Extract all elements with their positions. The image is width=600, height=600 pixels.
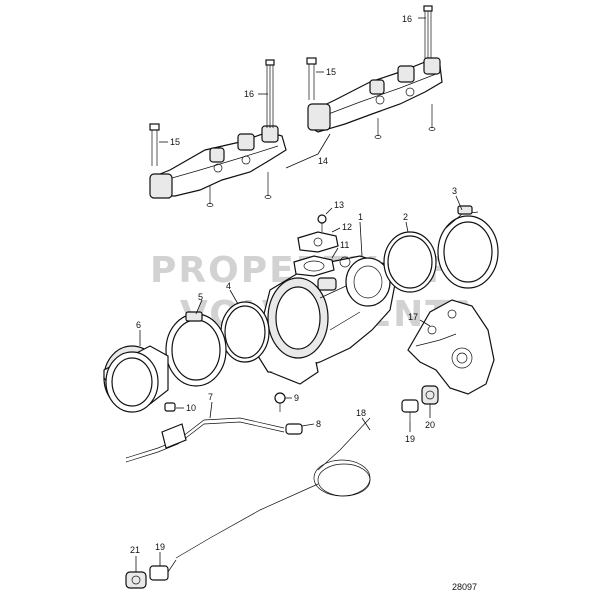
svg-text:17: 17	[408, 312, 418, 322]
document-number: 28097	[452, 582, 477, 592]
callout-16a: 16	[402, 14, 426, 24]
v-band-clamp-3	[437, 205, 499, 289]
svg-text:20: 20	[425, 420, 435, 430]
v-band-clamp-5	[165, 311, 227, 387]
sensor-21	[125, 571, 147, 589]
pipe-adapter-6	[103, 345, 169, 413]
svg-text:10: 10	[186, 403, 196, 413]
svg-text:7: 7	[208, 392, 213, 402]
intake-housing	[257, 255, 396, 385]
adapter-20	[421, 385, 439, 405]
sensor-19-upper	[401, 399, 419, 422]
callout-4: 4	[226, 281, 239, 305]
callout-21: 21	[130, 545, 140, 572]
callout-16b: 16	[244, 89, 268, 99]
sensor-pipe-7	[125, 417, 285, 463]
svg-text:5: 5	[198, 292, 203, 302]
cover-plate-12	[297, 231, 339, 253]
seal-ring-2	[383, 231, 437, 293]
nut-10	[164, 402, 176, 412]
bolt-15-right	[306, 57, 317, 100]
seal-ring-4	[220, 301, 270, 363]
bolt-13	[317, 214, 327, 232]
svg-text:13: 13	[334, 200, 344, 210]
svg-text:2: 2	[403, 212, 408, 222]
callout-20: 20	[425, 404, 435, 430]
callout-15b: 15	[159, 137, 180, 147]
callout-9: 9	[285, 393, 299, 403]
callout-14: 14	[285, 133, 331, 169]
callout-10: 10	[176, 403, 196, 413]
callout-8: 8	[301, 419, 321, 429]
svg-text:19: 19	[405, 434, 415, 444]
rocker-bracket-right	[307, 57, 443, 139]
callout-7: 7	[208, 392, 213, 419]
bolt-16-left	[265, 59, 275, 128]
callout-12: 12	[331, 222, 352, 233]
svg-text:9: 9	[294, 393, 299, 403]
svg-text:3: 3	[452, 186, 457, 196]
bolt-15-left	[149, 123, 160, 166]
svg-text:15: 15	[170, 137, 180, 147]
rocker-bracket-left	[149, 125, 287, 207]
svg-text:15: 15	[326, 67, 336, 77]
banjo-9	[274, 392, 286, 412]
callout-6: 6	[136, 320, 141, 346]
callout-17: 17	[408, 312, 431, 327]
callout-1: 1	[358, 212, 363, 257]
svg-text:18: 18	[356, 408, 366, 418]
svg-text:21: 21	[130, 545, 140, 555]
callout-2: 2	[403, 212, 409, 233]
callout-11: 11	[331, 240, 349, 259]
callout-3: 3	[452, 186, 463, 211]
cable-18	[175, 417, 371, 559]
svg-text:12: 12	[342, 222, 352, 232]
callout-19b: 19	[155, 542, 165, 566]
svg-text:14: 14	[318, 156, 328, 166]
svg-text:1: 1	[358, 212, 363, 222]
callout-19a: 19	[405, 422, 415, 444]
svg-text:4: 4	[226, 281, 231, 291]
sensor-19-lower	[149, 559, 177, 581]
gasket-11	[293, 255, 335, 277]
svg-text:8: 8	[316, 419, 321, 429]
svg-text:11: 11	[340, 240, 349, 250]
svg-text:16: 16	[402, 14, 412, 24]
svg-text:16: 16	[244, 89, 254, 99]
svg-text:6: 6	[136, 320, 141, 330]
svg-text:19: 19	[155, 542, 165, 552]
fitting-8	[285, 423, 303, 435]
callout-18: 18	[356, 408, 371, 431]
callout-15a: 15	[316, 67, 336, 77]
bracket-17	[407, 299, 495, 395]
callout-13: 13	[325, 200, 344, 215]
bolt-16-right	[423, 5, 433, 58]
callout-5: 5	[195, 292, 203, 315]
